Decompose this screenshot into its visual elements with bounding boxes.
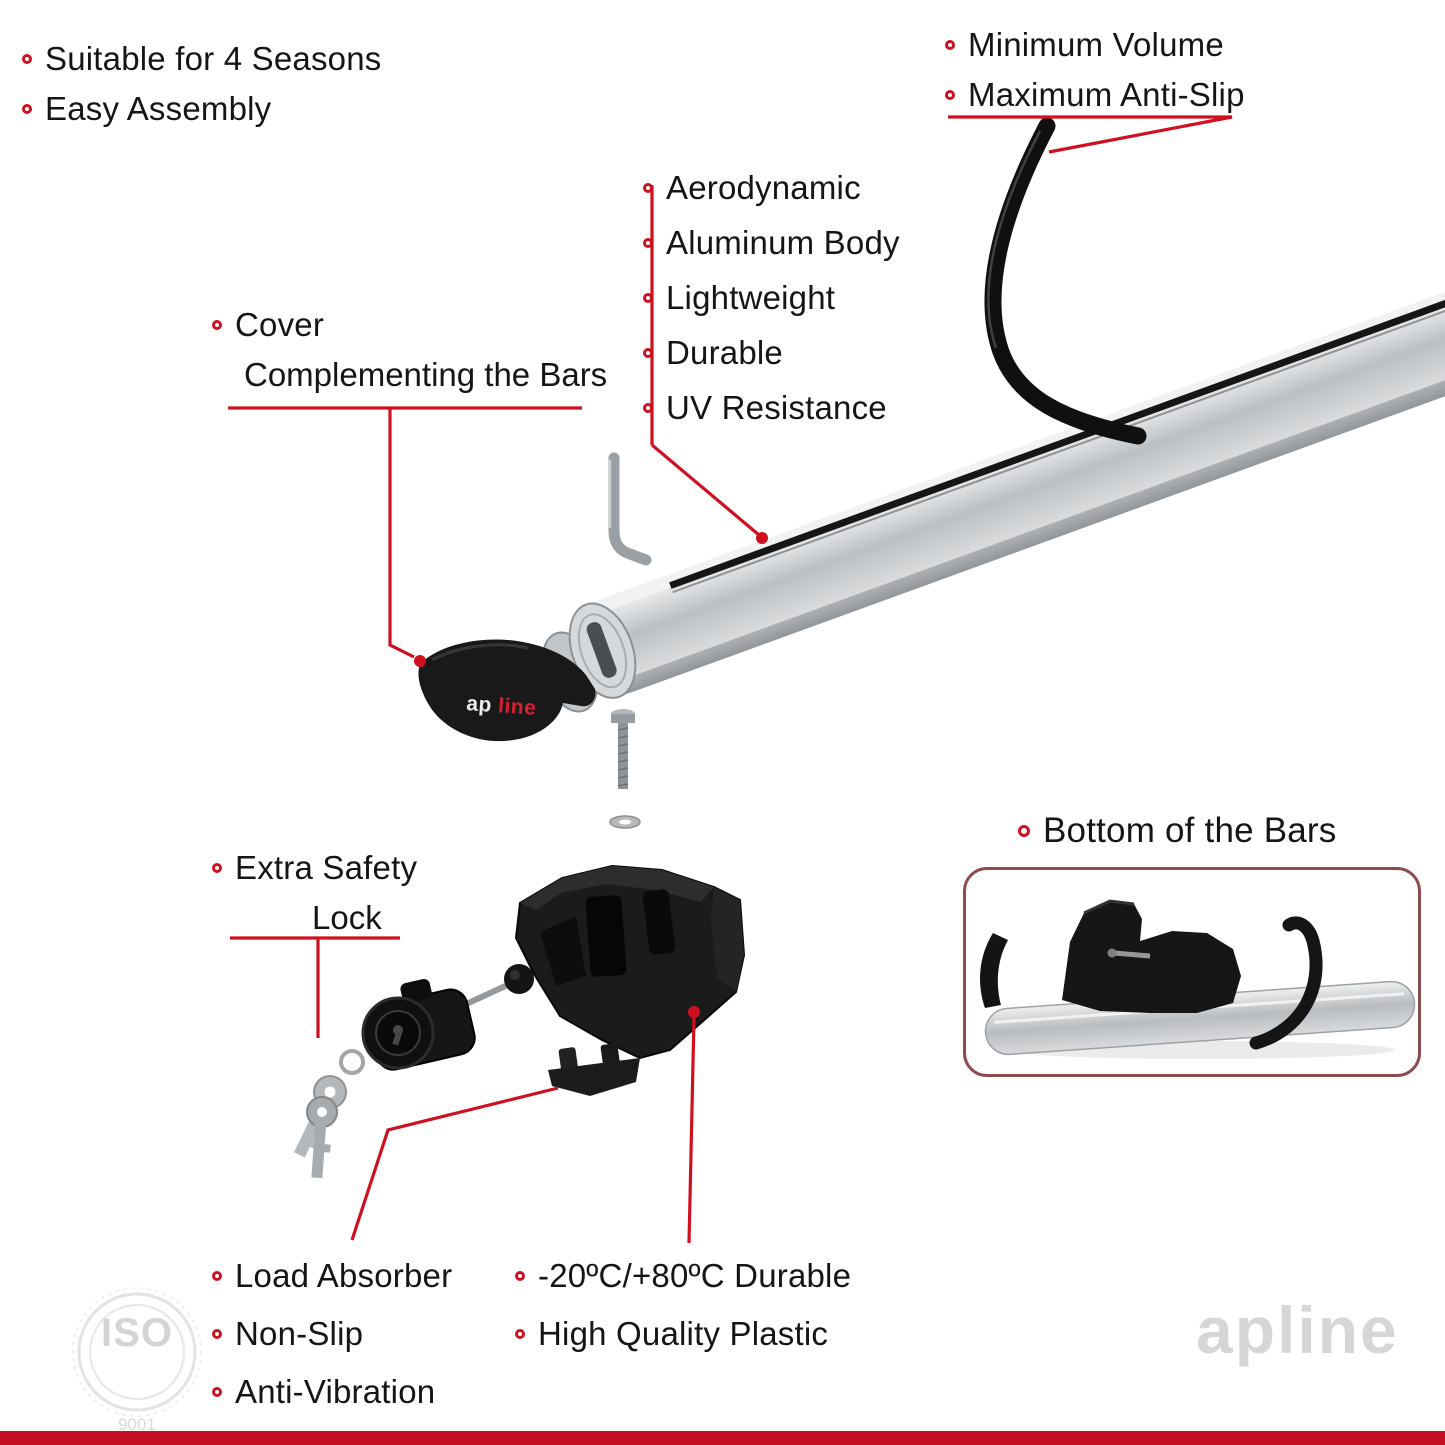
feature-label: Maximum Anti-Slip [968, 76, 1245, 113]
durable-callout-line [687, 1017, 696, 1244]
bar-features-pointer [650, 443, 761, 537]
bullet-icon [945, 40, 955, 50]
feature-item: Anti-Vibration [212, 1363, 452, 1421]
callout-label: Extra Safety [235, 849, 418, 886]
iso-badge-watermark: ISO 9001 [72, 1287, 202, 1434]
feature-item: Maximum Anti-Slip [945, 70, 1245, 120]
cover-callout-line [388, 408, 415, 659]
cover-callout-dot [414, 655, 426, 667]
feature-label: Durable [666, 333, 783, 371]
bar-callout-dot [756, 532, 768, 544]
feature-item: Durable [643, 325, 900, 380]
bullet-icon [643, 402, 653, 413]
rubber-strip [984, 117, 1147, 445]
iso-title: ISO [101, 1311, 173, 1355]
cover-part: ap line [418, 639, 596, 742]
feature-item: UV Resistance [643, 380, 900, 435]
crossbar-channel-strip [669, 280, 1445, 589]
feature-item: Non-Slip [212, 1305, 452, 1363]
bullet-icon [643, 182, 653, 193]
callout-lines [228, 115, 1233, 1244]
bullet-icon [22, 54, 32, 64]
keys [293, 1049, 365, 1179]
feature-label: Easy Assembly [45, 90, 272, 127]
brand-watermark: apline [1196, 1293, 1399, 1367]
bullet-icon [515, 1329, 525, 1339]
feature-item: Easy Assembly [22, 84, 381, 134]
feature-label: Non-Slip [235, 1315, 364, 1352]
feature-item: Lightweight [643, 270, 900, 325]
feature-item: Aluminum Body [643, 215, 900, 270]
bullet-icon [212, 1271, 222, 1281]
top-left-features: Suitable for 4 Seasons Easy Assembly [22, 34, 381, 134]
callout-label: Lock [312, 899, 382, 936]
top-right-features: Minimum Volume Maximum Anti-Slip [945, 20, 1245, 120]
cover-logo: ap line [466, 692, 537, 720]
feature-item: Extra Safety [212, 843, 417, 893]
load-absorber-pad [548, 1043, 640, 1096]
allen-key [608, 452, 652, 566]
callout-label: Bottom of the Bars [1043, 811, 1337, 850]
feature-item: Suitable for 4 Seasons [22, 34, 381, 84]
bullet-icon [1018, 825, 1030, 837]
feature-label: Load Absorber [235, 1257, 453, 1294]
foot-callout-dot [688, 1006, 700, 1018]
bullet-icon [212, 1329, 222, 1339]
feature-label: Aluminum Body [666, 223, 900, 261]
bullet-icon [212, 320, 222, 330]
callout-label: Cover [235, 306, 325, 343]
feature-label: Anti-Vibration [235, 1373, 436, 1410]
callout-label: Complementing the Bars [244, 356, 608, 393]
bottom-view-artwork [980, 899, 1416, 1059]
bullet-icon [22, 104, 32, 114]
feature-item: Bottom of the Bars [1018, 806, 1336, 856]
feature-item: High Quality Plastic [515, 1305, 851, 1363]
feature-label: Lightweight [666, 278, 836, 316]
feature-label: High Quality Plastic [538, 1315, 829, 1352]
load-absorber-callout-line [350, 1086, 559, 1241]
bottom-center-features: -20ºC/+80ºC Durable High Quality Plastic [515, 1247, 851, 1363]
bullet-icon [643, 237, 653, 248]
bolt [611, 709, 635, 789]
bullet-icon [212, 1387, 222, 1397]
bullet-icon [643, 347, 653, 358]
lock-callout: Extra Safety Lock [212, 843, 417, 943]
bottom-bars-callout: Bottom of the Bars [1018, 806, 1336, 856]
feature-label: Minimum Volume [968, 26, 1224, 63]
feature-label: UV Resistance [666, 388, 887, 426]
callout-dots [414, 532, 768, 1018]
footer-accent-bar [0, 1431, 1445, 1445]
bar-features: Aerodynamic Aluminum Body Lightweight Du… [643, 160, 900, 435]
bullet-icon [515, 1271, 525, 1281]
crossbar [541, 278, 1445, 713]
cover-logo-suffix: line [497, 694, 537, 720]
bullet-icon [643, 292, 653, 303]
bullet-icon [945, 90, 955, 100]
feature-item: Cover [212, 300, 607, 350]
feature-item: Minimum Volume [945, 20, 1245, 70]
mounting-foot [514, 864, 746, 1060]
bottom-left-features: Load Absorber Non-Slip Anti-Vibration [212, 1247, 452, 1421]
bullet-icon [212, 863, 222, 873]
feature-label: Aerodynamic [666, 168, 861, 206]
feature-label: Suitable for 4 Seasons [45, 40, 382, 77]
bottom-of-bars-box [963, 867, 1421, 1077]
cover-callout: Cover Complementing the Bars [212, 300, 607, 400]
washer [609, 815, 641, 829]
feature-item: -20ºC/+80ºC Durable [515, 1247, 851, 1305]
feature-label: -20ºC/+80ºC Durable [538, 1257, 852, 1294]
anti-slip-callout-line [948, 115, 1233, 154]
iso-number: 9001 [118, 1415, 156, 1434]
safety-lock [361, 964, 534, 1071]
feature-item: Aerodynamic [643, 160, 900, 215]
crossbar-body [587, 280, 1445, 694]
cover-logo-prefix: ap [466, 692, 493, 717]
feature-item: Load Absorber [212, 1247, 452, 1305]
